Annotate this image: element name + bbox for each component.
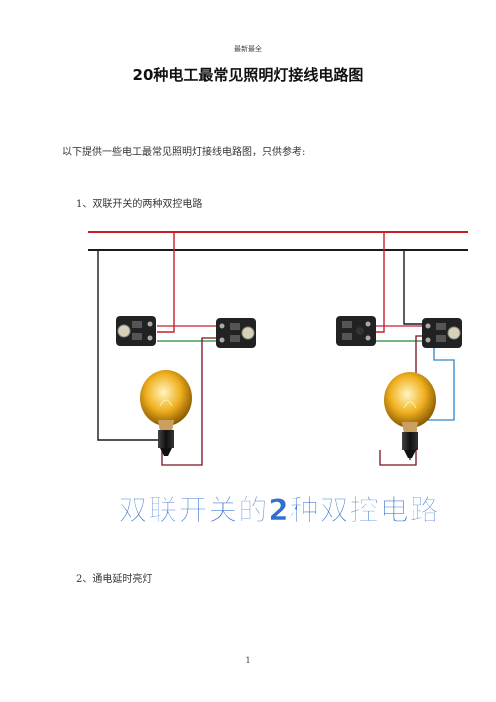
left-circuit: [97, 232, 256, 466]
page-title: 20种电工最常见照明灯接线电路图: [132, 66, 364, 84]
section-heading-2: 2、通电延时亮灯: [76, 574, 153, 585]
wiring-diagram: 双联开关的2种双控电路: [88, 231, 468, 527]
intro-text: 以下提供一些电工最常见照明灯接线电路图，只供参考:: [62, 147, 306, 158]
right-circuit: [336, 232, 462, 466]
bulb-left: [140, 370, 192, 456]
bulb-right: [384, 372, 436, 458]
diagram-caption: 双联开关的2种双控电路: [118, 493, 439, 527]
page-number: 1: [245, 656, 251, 665]
page-header: 最新最全: [234, 45, 262, 53]
section-heading-1: 1、双联开关的两种双控电路: [76, 199, 203, 210]
switch-right-1: [336, 316, 376, 346]
switch-right-2: [422, 318, 462, 348]
switch-left-2: [216, 318, 256, 348]
switch-left-1: [116, 316, 156, 346]
